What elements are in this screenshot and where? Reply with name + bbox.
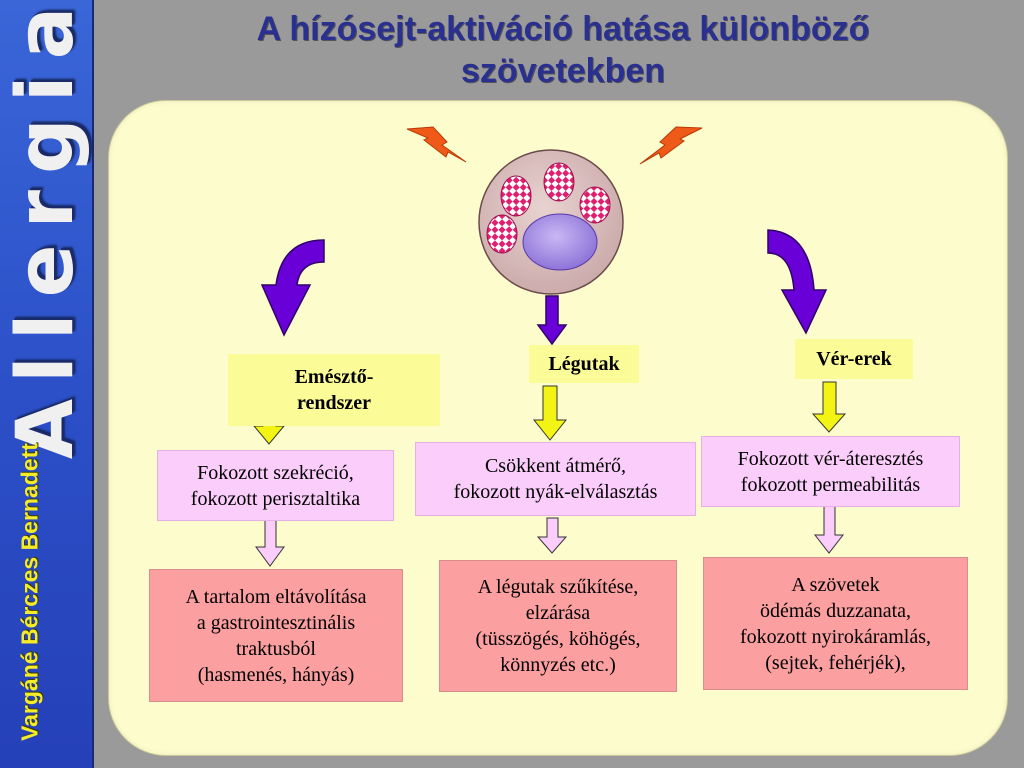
lightning-bolt-icon-left xyxy=(406,126,467,163)
effect-box-digestive: Fokozott szekréció, fokozott perisztalti… xyxy=(157,450,394,521)
organ-box-blood-vessels: Vér-erek xyxy=(795,339,913,379)
outcome-box-digestive: A tartalom eltávolítása a gastrointeszti… xyxy=(149,569,403,702)
pink-arrow-right xyxy=(813,503,845,554)
purple-arrow-left xyxy=(260,239,325,337)
slide-title: A hízósejt-aktiváció hatása különböző sz… xyxy=(150,8,976,92)
effect-label-digestive: Fokozott szekréció, fokozott perisztalti… xyxy=(190,461,361,510)
organ-box-airways: Légutak xyxy=(529,345,639,383)
sidebar: Allergia Vargáné Bérczes Bernadett xyxy=(0,0,94,768)
slide-title-line2: szövetekben xyxy=(460,52,666,90)
slide-title-line1: A hízósejt-aktiváció hatása különböző xyxy=(256,10,870,48)
lightning-bolt-icon-right xyxy=(639,126,703,165)
effect-label-blood-vessels: Fokozott vér-áteresztés fokozott permeab… xyxy=(737,447,924,496)
organ-label-blood-vessels: Vér-erek xyxy=(816,348,892,370)
purple-arrow-middle xyxy=(536,295,568,346)
mast-cell-icon xyxy=(478,149,624,295)
organ-label-digestive: Emésztő- rendszer xyxy=(294,366,374,414)
outcome-box-airways: A légutak szűkítése, elzárása (tüsszögés… xyxy=(439,560,677,692)
yellow-arrow-middle xyxy=(532,385,568,441)
purple-arrow-right xyxy=(767,229,828,335)
organ-box-digestive: Emésztő- rendszer xyxy=(228,354,440,426)
pink-arrow-middle xyxy=(536,517,568,554)
outcome-label-airways: A légutak szűkítése, elzárása (tüsszögés… xyxy=(475,576,641,676)
organ-label-airways: Légutak xyxy=(548,353,620,375)
effect-box-blood-vessels: Fokozott vér-áteresztés fokozott permeab… xyxy=(701,436,960,507)
effect-label-airways: Csökkent átmérő, fokozott nyák-elválaszt… xyxy=(453,455,658,503)
outcome-label-blood-vessels: A szövetek ödémás duzzanata, fokozott ny… xyxy=(739,573,932,674)
outcome-box-blood-vessels: A szövetek ödémás duzzanata, fokozott ny… xyxy=(703,557,968,690)
yellow-arrow-right xyxy=(811,381,847,433)
pink-arrow-left xyxy=(255,517,285,567)
effect-box-airways: Csökkent átmérő, fokozott nyák-elválaszt… xyxy=(415,442,696,516)
outcome-label-digestive: A tartalom eltávolítása a gastrointeszti… xyxy=(185,585,367,686)
